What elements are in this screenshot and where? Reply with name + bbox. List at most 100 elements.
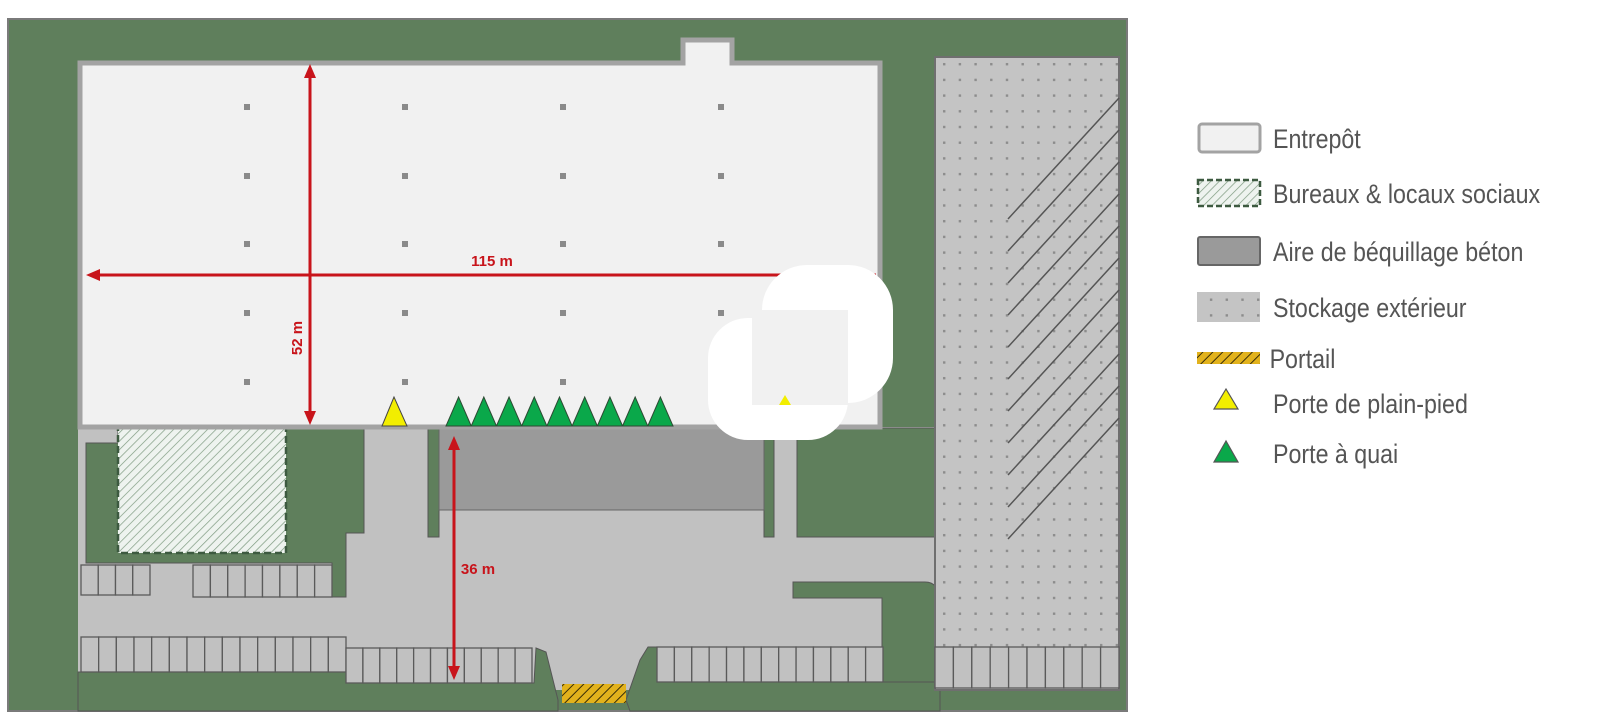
legend-swatch-warehouse <box>1197 122 1262 154</box>
parking-space <box>257 636 276 673</box>
parking-space <box>97 564 117 596</box>
parking-space <box>847 646 867 683</box>
arrowhead-down-icon <box>304 411 316 425</box>
parking-space <box>261 564 281 598</box>
legend-label: Porte de plain-pied <box>1273 389 1468 419</box>
parking-space <box>345 647 364 684</box>
dock-door-icon <box>445 395 472 427</box>
parking-space <box>743 646 762 683</box>
column-marker <box>560 104 566 110</box>
parking-space <box>396 647 415 684</box>
dock-door-icon <box>470 395 498 427</box>
width-dimension-label: 115 m <box>471 253 513 270</box>
column-marker <box>718 173 724 179</box>
legend-label: Portail <box>1270 344 1336 374</box>
parking-space <box>412 647 432 684</box>
parking-space <box>1081 646 1102 689</box>
hatch-line <box>1007 385 1120 508</box>
hatch-line <box>1007 417 1120 540</box>
dock-door-icon <box>596 395 624 427</box>
parking-space <box>864 646 884 683</box>
column-marker <box>402 379 408 385</box>
parking-space <box>80 564 99 596</box>
parking-space <box>691 646 710 683</box>
parking-space <box>760 646 780 683</box>
legend-label: Entrepôt <box>1273 124 1361 154</box>
parking-space <box>480 647 499 684</box>
parking-space <box>244 564 264 598</box>
parking-space <box>168 636 188 673</box>
ground-door-icon <box>779 395 791 405</box>
parking-space <box>296 564 316 598</box>
parking-space <box>310 636 329 673</box>
parking-space <box>463 647 482 684</box>
parking-space <box>429 647 449 684</box>
legend-swatch-offices <box>1196 178 1262 208</box>
parking-space <box>514 647 533 684</box>
parking-space <box>132 564 151 596</box>
legend-label: Bureaux & locaux sociaux <box>1273 179 1540 209</box>
column-marker <box>244 310 250 316</box>
dock-door-icon <box>647 395 674 427</box>
column-marker <box>244 173 250 179</box>
parking-space <box>446 647 466 684</box>
dock-door-icon <box>571 395 599 427</box>
parking-space <box>971 646 991 689</box>
hatch-line <box>1007 225 1120 348</box>
outdoor-storage <box>934 56 1120 691</box>
hatch-line <box>1007 257 1120 380</box>
column-marker <box>402 310 408 316</box>
column-marker <box>560 310 566 316</box>
legend-ground-door-icon <box>1212 387 1240 410</box>
parking-space <box>133 636 153 673</box>
logo-watermark-overlay <box>708 265 893 440</box>
legend-swatch-gate <box>1197 352 1260 364</box>
depth-dimension-label: 52 m <box>289 321 306 355</box>
parking-space <box>1044 646 1065 689</box>
column-marker <box>718 241 724 247</box>
parking-space <box>80 636 100 673</box>
concrete-dock-apron <box>438 427 765 511</box>
dimension-depth: 52 m <box>289 64 316 425</box>
hatch-line <box>1007 193 1120 316</box>
legend: Entrepôt Bureaux & locaux sociaux Aire d… <box>1196 122 1540 469</box>
parking-space <box>952 646 973 689</box>
parking-space <box>186 636 206 673</box>
column-marker <box>560 241 566 247</box>
parking-space <box>115 636 135 673</box>
parking-space <box>239 636 259 673</box>
arrowhead-up-icon <box>448 436 460 450</box>
dock-door-icon <box>621 395 649 427</box>
dock-door-icon <box>495 395 523 427</box>
parking-area <box>80 564 1120 689</box>
parking-space <box>274 636 294 673</box>
parking-space <box>656 646 676 683</box>
column-marker <box>244 241 250 247</box>
column-marker <box>402 173 408 179</box>
parking-space <box>209 564 229 598</box>
parking-space <box>204 636 223 673</box>
parking-space <box>795 646 815 683</box>
parking-space <box>812 646 832 683</box>
column-marker <box>560 379 566 385</box>
legend-swatch-concrete <box>1197 236 1261 266</box>
legend-label: Aire de béquillage béton <box>1273 237 1523 267</box>
legend-label: Stockage extérieur <box>1273 293 1467 323</box>
parking-space <box>279 564 298 598</box>
parking-space <box>98 636 117 673</box>
parking-space <box>778 646 797 683</box>
column-marker <box>244 104 250 110</box>
green-strip <box>763 427 775 538</box>
parking-space <box>708 646 728 683</box>
parking-space <box>221 636 241 673</box>
arrowhead-left-icon <box>86 269 100 281</box>
warehouse <box>77 37 883 430</box>
hatch-line <box>1007 129 1120 252</box>
arrowhead-down-icon <box>448 666 460 680</box>
dimension-width: 115 m <box>86 253 876 281</box>
offices-building <box>116 426 288 555</box>
hatch-line <box>1007 161 1120 284</box>
parking-space <box>227 564 246 598</box>
legend-swatch-storage <box>1197 292 1260 322</box>
arrowhead-up-icon <box>304 64 316 78</box>
